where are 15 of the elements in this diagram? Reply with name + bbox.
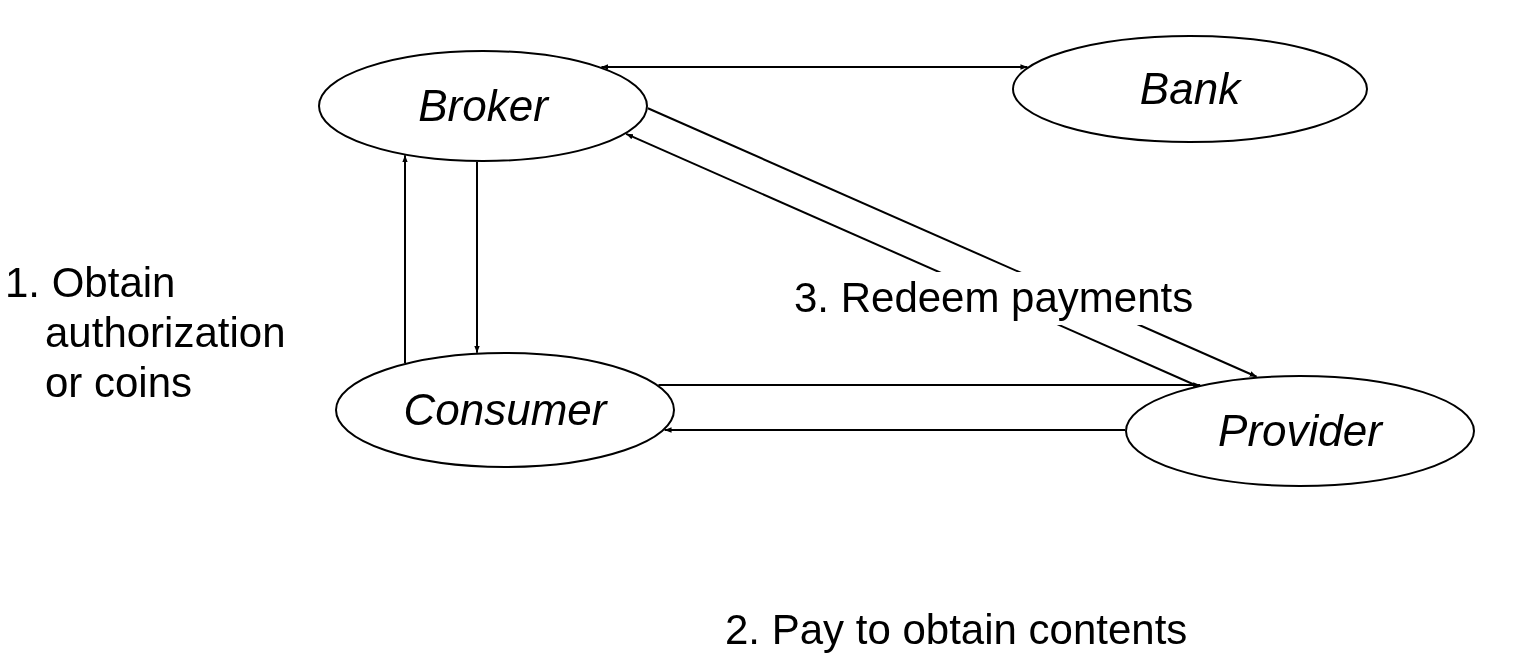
ellipse-node: [1012, 35, 1368, 143]
arrow: [402, 154, 408, 365]
ellipse-node: [335, 352, 675, 468]
ellipse-node: [318, 50, 648, 162]
step-label: 1. Obtain authorization or coins: [5, 258, 287, 408]
arrow: [474, 160, 480, 354]
arrow: [657, 382, 1202, 388]
node-label: Consumer: [403, 388, 607, 432]
arrow: [663, 427, 1127, 433]
node-label: Bank: [1139, 67, 1241, 111]
step-label: 2. Pay to obtain contents: [725, 605, 1188, 655]
node-label: Broker: [418, 84, 548, 128]
node-label: Provider: [1218, 409, 1382, 453]
arrow: [600, 64, 1029, 70]
ellipse-node: [1125, 375, 1475, 487]
